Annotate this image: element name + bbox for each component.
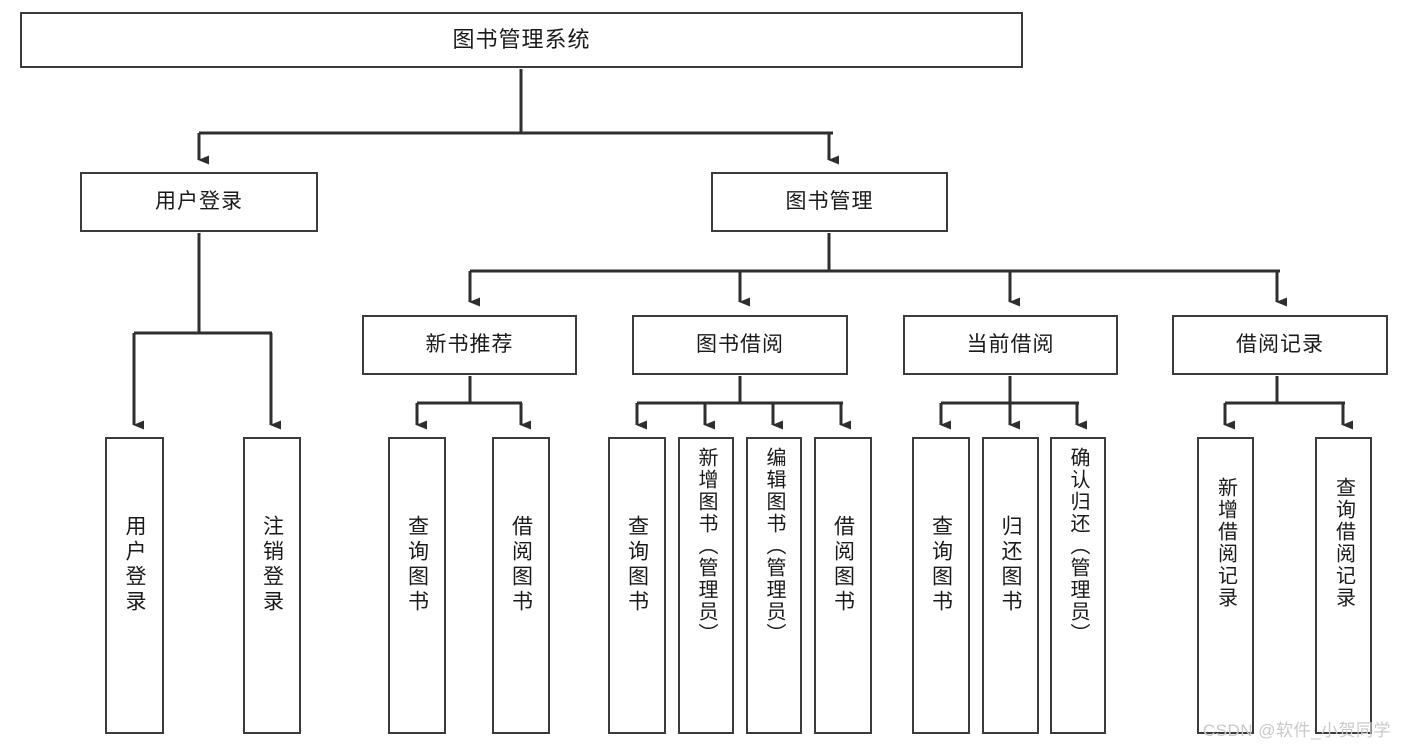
node-book-management-system[interactable]: 图书管理系统: [20, 12, 1023, 68]
leaf-return-book[interactable]: 归还图书: [982, 437, 1039, 734]
leaf-logout-login[interactable]: 注销登录: [243, 437, 301, 734]
leaf-query-borrow-record[interactable]: 查询借阅记录: [1315, 437, 1372, 734]
leaf-add-book-admin[interactable]: 新增图书（管理员）: [678, 437, 734, 734]
node-label: 新增借阅记录: [1214, 477, 1237, 609]
node-label: 查询借阅记录: [1332, 477, 1355, 609]
leaf-add-borrow-record[interactable]: 新增借阅记录: [1197, 437, 1254, 734]
node-current-borrow[interactable]: 当前借阅: [903, 315, 1118, 375]
node-label: 用户登录: [123, 515, 146, 615]
node-user-login[interactable]: 用户登录: [80, 172, 318, 232]
leaf-query-book-recommend[interactable]: 查询图书: [388, 437, 446, 734]
node-label: 查询图书: [405, 515, 429, 615]
node-label: 新增图书（管理员）: [695, 447, 717, 645]
node-book-borrow[interactable]: 图书借阅: [632, 315, 848, 375]
node-label: 图书借阅: [696, 332, 784, 356]
leaf-edit-book-admin[interactable]: 编辑图书（管理员）: [746, 437, 802, 734]
node-label: 新书推荐: [425, 332, 514, 356]
node-label: 确认归还（管理员）: [1067, 447, 1089, 645]
leaf-query-book-borrow[interactable]: 查询图书: [608, 437, 666, 734]
node-borrow-record[interactable]: 借阅记录: [1172, 315, 1388, 375]
node-label: 用户登录: [155, 189, 243, 213]
node-label: 编辑图书（管理员）: [763, 447, 785, 645]
node-label: 图书管理: [785, 189, 874, 213]
leaf-borrow-book-recommend[interactable]: 借阅图书: [492, 437, 550, 734]
leaf-query-book-current[interactable]: 查询图书: [912, 437, 970, 734]
leaf-borrow-book[interactable]: 借阅图书: [814, 437, 872, 734]
leaf-user-login[interactable]: 用户登录: [105, 437, 164, 734]
node-new-book-recommend[interactable]: 新书推荐: [362, 315, 577, 375]
node-label: 查询图书: [929, 515, 953, 615]
node-label: 当前借阅: [966, 332, 1055, 356]
leaf-confirm-return-admin[interactable]: 确认归还（管理员）: [1050, 437, 1106, 734]
node-label: 归还图书: [999, 515, 1022, 615]
node-book-management[interactable]: 图书管理: [711, 172, 948, 232]
node-label: 借阅记录: [1236, 332, 1324, 356]
node-label: 借阅图书: [831, 515, 855, 615]
node-label: 注销登录: [260, 515, 284, 615]
node-label: 图书管理系统: [452, 27, 591, 53]
csdn-watermark: CSDN @软件_小贺同学: [1202, 721, 1391, 740]
node-label: 查询图书: [625, 515, 649, 615]
node-label: 借阅图书: [509, 515, 533, 615]
